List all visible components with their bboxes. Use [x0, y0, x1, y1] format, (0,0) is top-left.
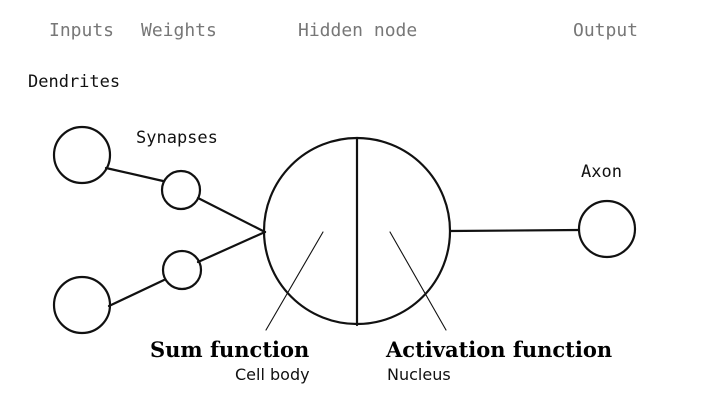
edge-weight2-hidden — [196, 230, 267, 264]
header-hidden-node: Hidden node — [298, 20, 417, 41]
weight-node-2 — [161, 249, 203, 291]
header-inputs: Inputs — [49, 20, 114, 41]
pointer-activation-function — [389, 231, 447, 331]
input-node-1 — [52, 125, 112, 185]
label-nucleus: Nucleus — [387, 365, 451, 384]
label-dendrites: Dendrites — [28, 72, 120, 92]
edge-hidden-output — [448, 228, 581, 233]
weight-node-1 — [160, 169, 202, 211]
output-node — [577, 199, 637, 259]
label-activation-function: Activation function — [385, 337, 612, 362]
label-cell-body: Cell body — [235, 365, 310, 384]
edge-weight1-hidden — [196, 196, 267, 234]
header-weights: Weights — [141, 20, 217, 41]
label-synapses: Synapses — [136, 128, 218, 148]
header-output: Output — [573, 20, 638, 41]
pointer-sum-function — [265, 231, 324, 331]
label-sum-function: Sum function — [150, 337, 309, 362]
edge-input2-weight2 — [107, 278, 166, 308]
label-axon: Axon — [581, 162, 622, 182]
edge-input1-weight1 — [104, 166, 165, 183]
input-node-2 — [52, 275, 112, 335]
